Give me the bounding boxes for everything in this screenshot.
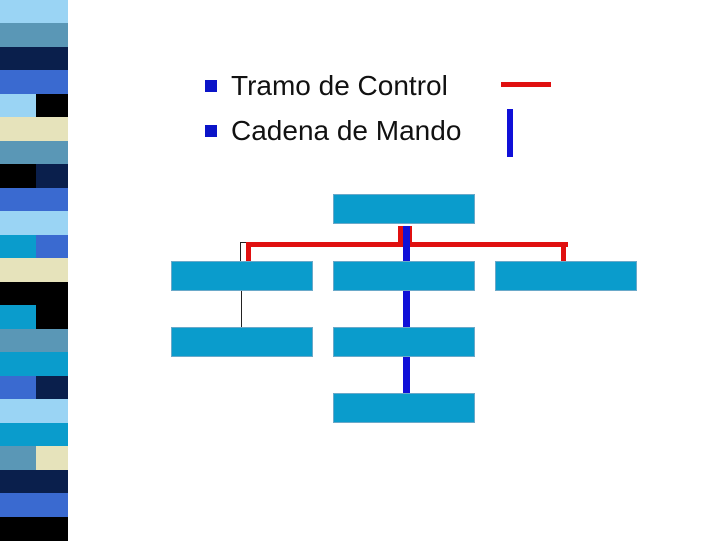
decorative-side-stripe xyxy=(0,0,68,540)
stripe-cell xyxy=(0,0,68,24)
connector-left-column xyxy=(241,290,242,328)
legend-label-chain-of-command: Cadena de Mando xyxy=(231,115,461,147)
legend-item-chain-of-command: Cadena de Mando xyxy=(205,116,461,146)
red-line-swatch-icon xyxy=(501,82,551,87)
chain-of-command-line xyxy=(403,226,410,396)
stripe-cell xyxy=(0,117,68,141)
stripe-cell xyxy=(0,423,68,447)
stripe-cell xyxy=(0,94,36,118)
org-box-level3-center xyxy=(333,327,475,357)
org-box-level2-left xyxy=(171,261,313,291)
stripe-cell xyxy=(36,446,68,470)
stripe-cell xyxy=(0,70,68,94)
legend-item-span-of-control: Tramo de Control xyxy=(205,71,448,101)
connector-left-drop xyxy=(240,242,241,262)
stripe-cell xyxy=(0,47,68,71)
stripe-cell xyxy=(0,164,36,188)
stripe-cell xyxy=(36,164,68,188)
stripe-cell xyxy=(0,352,68,376)
stripe-cell xyxy=(36,94,68,118)
stripe-cell xyxy=(0,446,36,470)
stripe-cell xyxy=(0,258,68,282)
org-box-level2-center xyxy=(333,261,475,291)
stripe-cell xyxy=(36,517,68,541)
stripe-cell xyxy=(36,305,68,329)
org-box-level2-right xyxy=(495,261,637,291)
stripe-cell xyxy=(36,23,68,47)
stripe-cell xyxy=(0,188,68,212)
stripe-cell xyxy=(0,211,68,235)
square-bullet-icon xyxy=(205,125,217,137)
stripe-cell xyxy=(0,141,68,165)
org-box-level3-left xyxy=(171,327,313,357)
stripe-cell xyxy=(36,235,68,259)
stripe-cell xyxy=(0,517,36,541)
stripe-cell xyxy=(0,376,36,400)
square-bullet-icon xyxy=(205,80,217,92)
stripe-cell xyxy=(0,399,68,423)
stripe-cell xyxy=(0,329,68,353)
stripe-cell xyxy=(0,282,68,306)
stripe-cell xyxy=(0,493,68,517)
stripe-cell xyxy=(36,376,68,400)
stripe-cell xyxy=(0,305,36,329)
blue-line-swatch-icon xyxy=(507,109,513,157)
stripe-cell xyxy=(0,23,36,47)
org-box-level4-center xyxy=(333,393,475,423)
stripe-cell xyxy=(0,235,36,259)
stripe-cell xyxy=(0,470,68,494)
org-box-top xyxy=(333,194,475,224)
legend-label-span-of-control: Tramo de Control xyxy=(231,70,448,102)
